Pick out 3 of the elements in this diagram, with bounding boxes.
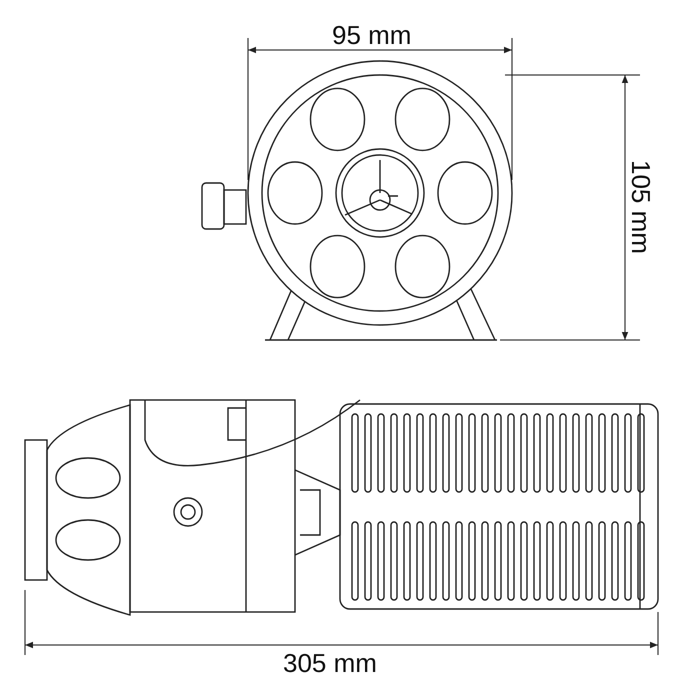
dimension-label: 105 mm [628,160,654,254]
dimension-label: 95 mm [332,22,412,48]
dimension-label: 305 mm [283,650,377,676]
